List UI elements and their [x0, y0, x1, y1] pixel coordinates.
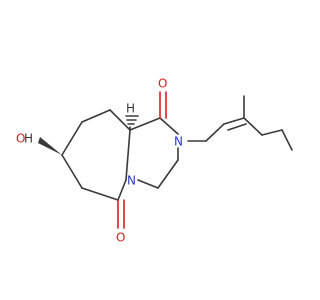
bond [159, 117, 179, 135]
amide-n-label: N [174, 135, 183, 149]
carbonyl-o-label-top: O [158, 77, 167, 91]
wedge-bond [38, 137, 62, 155]
carbonyl-o-label-bottom: O [116, 231, 125, 245]
bond [125, 129, 131, 181]
stereo-h-label: H [126, 102, 135, 116]
structure-diagram: O H H O O N N [16, 77, 293, 245]
pyrazine-ring [117, 117, 179, 201]
bond [281, 129, 293, 151]
bridgehead-n-label: N [127, 174, 136, 188]
bond [261, 129, 283, 136]
hydroxyl-o-label: O [16, 132, 25, 146]
bond [117, 179, 127, 201]
bond [61, 121, 83, 156]
hydroxyl-h-label: H [24, 132, 33, 146]
geranyl-chain [187, 95, 293, 151]
hashed-wedge-bond [125, 115, 139, 131]
bond [129, 117, 161, 131]
bond [81, 187, 119, 201]
bond [243, 117, 263, 136]
bond [109, 109, 131, 131]
piperidine-ring [61, 109, 131, 201]
bond [61, 154, 83, 189]
bond [205, 123, 225, 142]
bond [157, 159, 179, 189]
double-bond-inner [227, 123, 247, 131]
bond [137, 179, 159, 189]
bond [81, 109, 111, 123]
bond [223, 117, 245, 125]
